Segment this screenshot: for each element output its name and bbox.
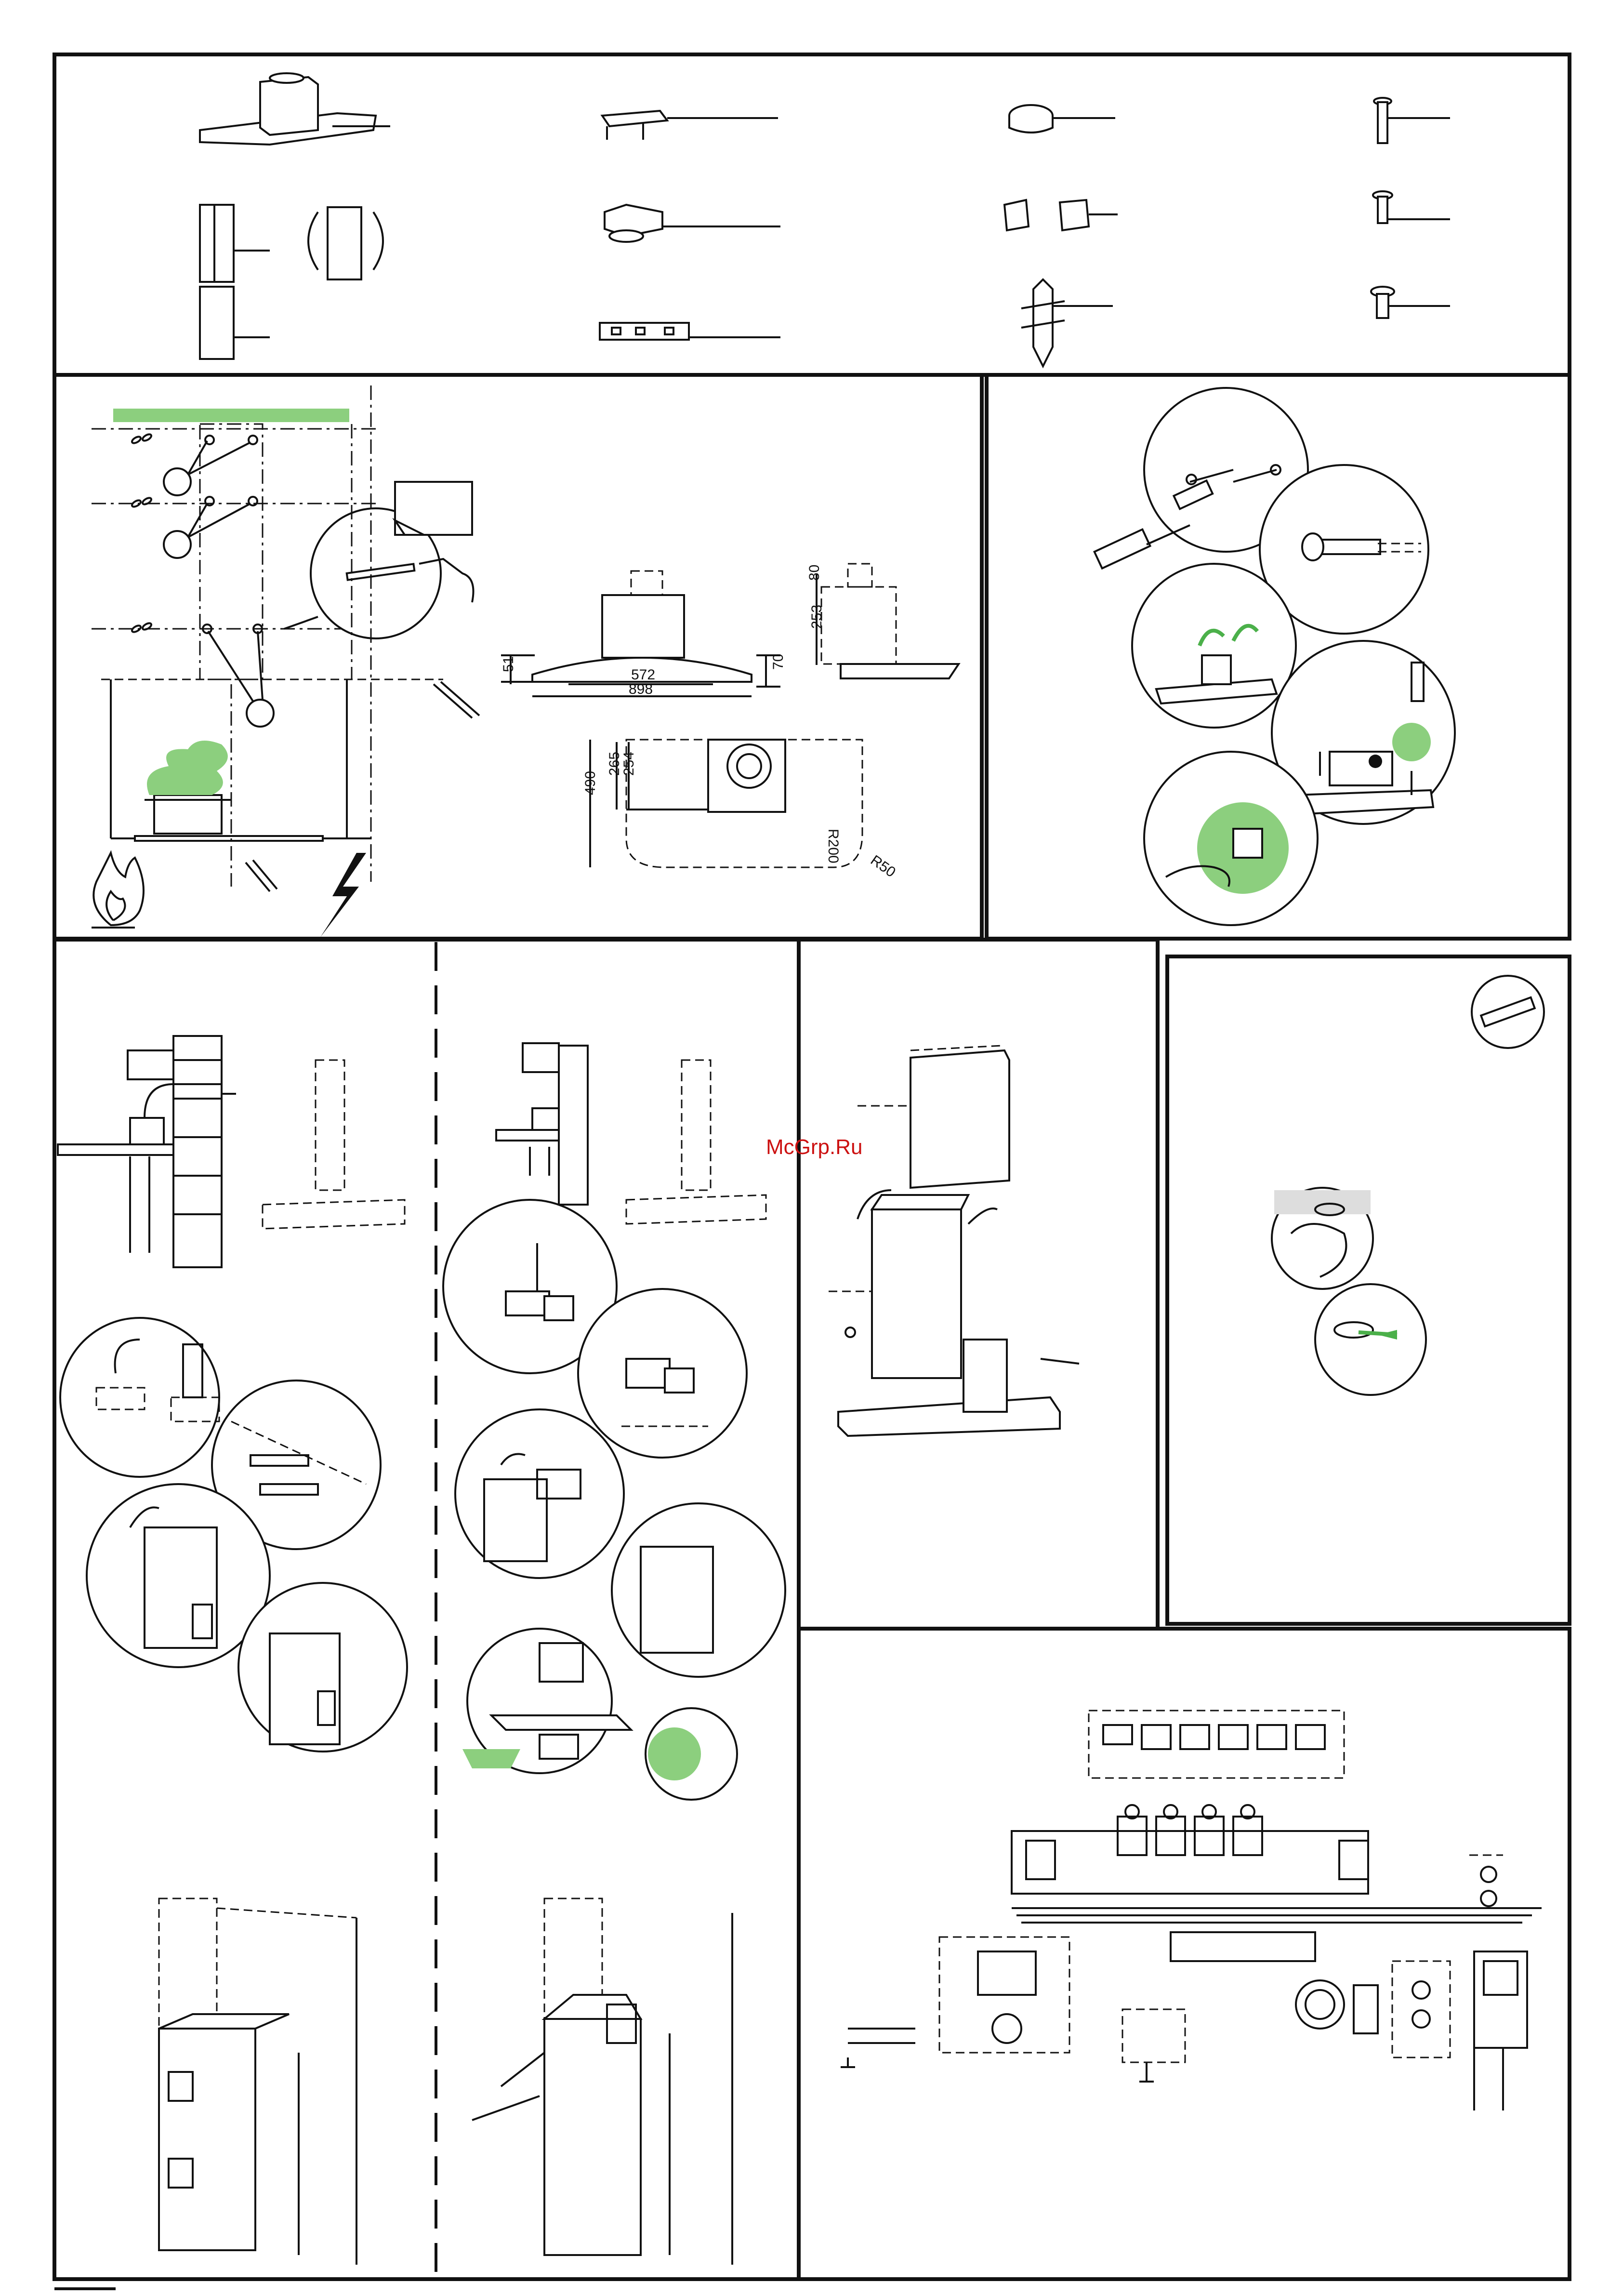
panel-frames [54, 54, 1570, 2279]
dim-left-height: 51 [501, 656, 516, 672]
part-lower-chimney [200, 287, 270, 359]
dim-radius-large: R200 [825, 829, 841, 863]
vented-version [58, 1036, 407, 2265]
wiring-diagram-panel [841, 1711, 1542, 2110]
part-chimney-rotate [308, 207, 383, 279]
part-screw-short [1371, 287, 1450, 318]
mounting-panel: 572 898 51 70 80 253 490 265 254 [92, 385, 959, 937]
dim-right-height: 70 [770, 654, 786, 670]
front-elevation: 572 898 51 70 [501, 571, 786, 697]
part-valve-cap [1009, 105, 1115, 133]
dim-side-height: 253 [809, 605, 825, 629]
dim-top-width: 572 [631, 667, 655, 683]
side-elevation: 80 253 [806, 564, 959, 678]
part-rail-bracket [600, 323, 780, 340]
watermark: McGrp.Ru [766, 1135, 862, 1159]
dim-radius-small: R50 [868, 852, 898, 881]
parts-list-panel [200, 73, 1450, 366]
ducting-panel [58, 942, 785, 2277]
dim-plan-depth: 490 [582, 771, 598, 795]
wrench-icon [1472, 976, 1544, 1048]
part-upper-chimney [200, 205, 270, 282]
flame-icon [92, 853, 144, 928]
chimney-assembly-panel [829, 1046, 1079, 1436]
part-duct-connector [605, 205, 780, 242]
dim-side-top: 80 [806, 565, 822, 581]
part-wall-bracket [602, 111, 778, 140]
dim-plan-d2: 254 [621, 752, 637, 776]
dim-plan-d1: 265 [607, 752, 622, 776]
cooker-hob [111, 679, 371, 841]
part-spacers [1004, 200, 1118, 230]
lightning-icon [320, 853, 366, 937]
drill-detail-callout [284, 482, 474, 638]
maintenance-panel [1272, 976, 1544, 1395]
part-hood-body [200, 73, 390, 145]
recirculation-version [443, 1043, 785, 2265]
part-screw-medium [1373, 191, 1450, 223]
dim-total-width: 898 [629, 681, 653, 697]
ceiling-green-band [113, 409, 349, 422]
part-wall-plug [1021, 279, 1113, 366]
part-screw-long [1374, 98, 1450, 143]
fixing-steps-panel [1095, 388, 1455, 925]
plan-view: 490 265 254 R200 R50 [582, 740, 898, 880]
